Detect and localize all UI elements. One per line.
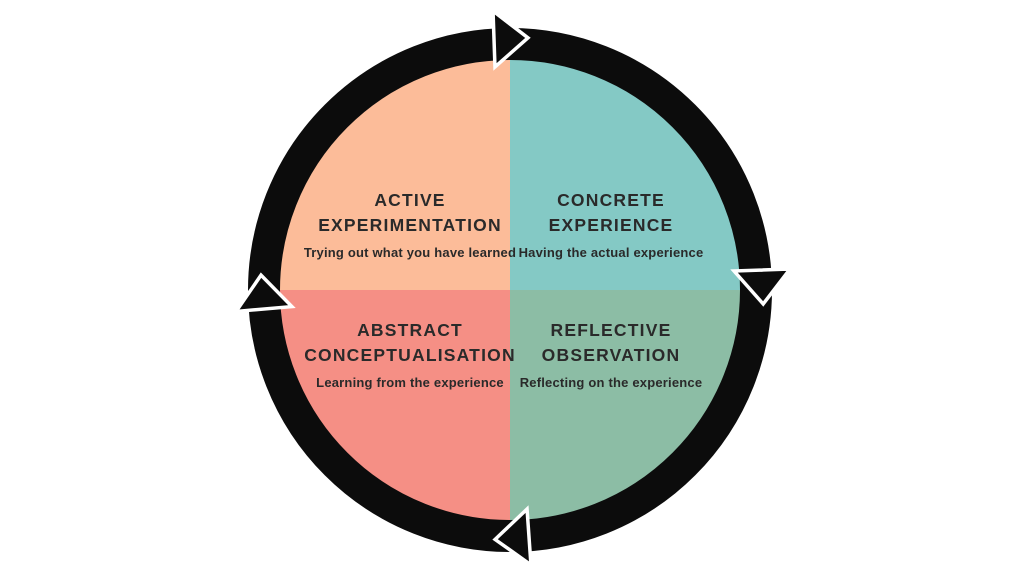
arrow-left-up-icon bbox=[232, 272, 296, 314]
quadrant-reflective-observation bbox=[510, 290, 741, 521]
quadrant-abstract-conceptualisation bbox=[279, 290, 510, 521]
quadrant-active-experimentation bbox=[279, 59, 510, 290]
arrow-bottom-left-icon bbox=[492, 505, 533, 569]
quadrant-concrete-experience bbox=[510, 59, 741, 290]
arrow-right-down-icon bbox=[730, 267, 794, 307]
arrow-top-right-icon bbox=[491, 7, 531, 71]
